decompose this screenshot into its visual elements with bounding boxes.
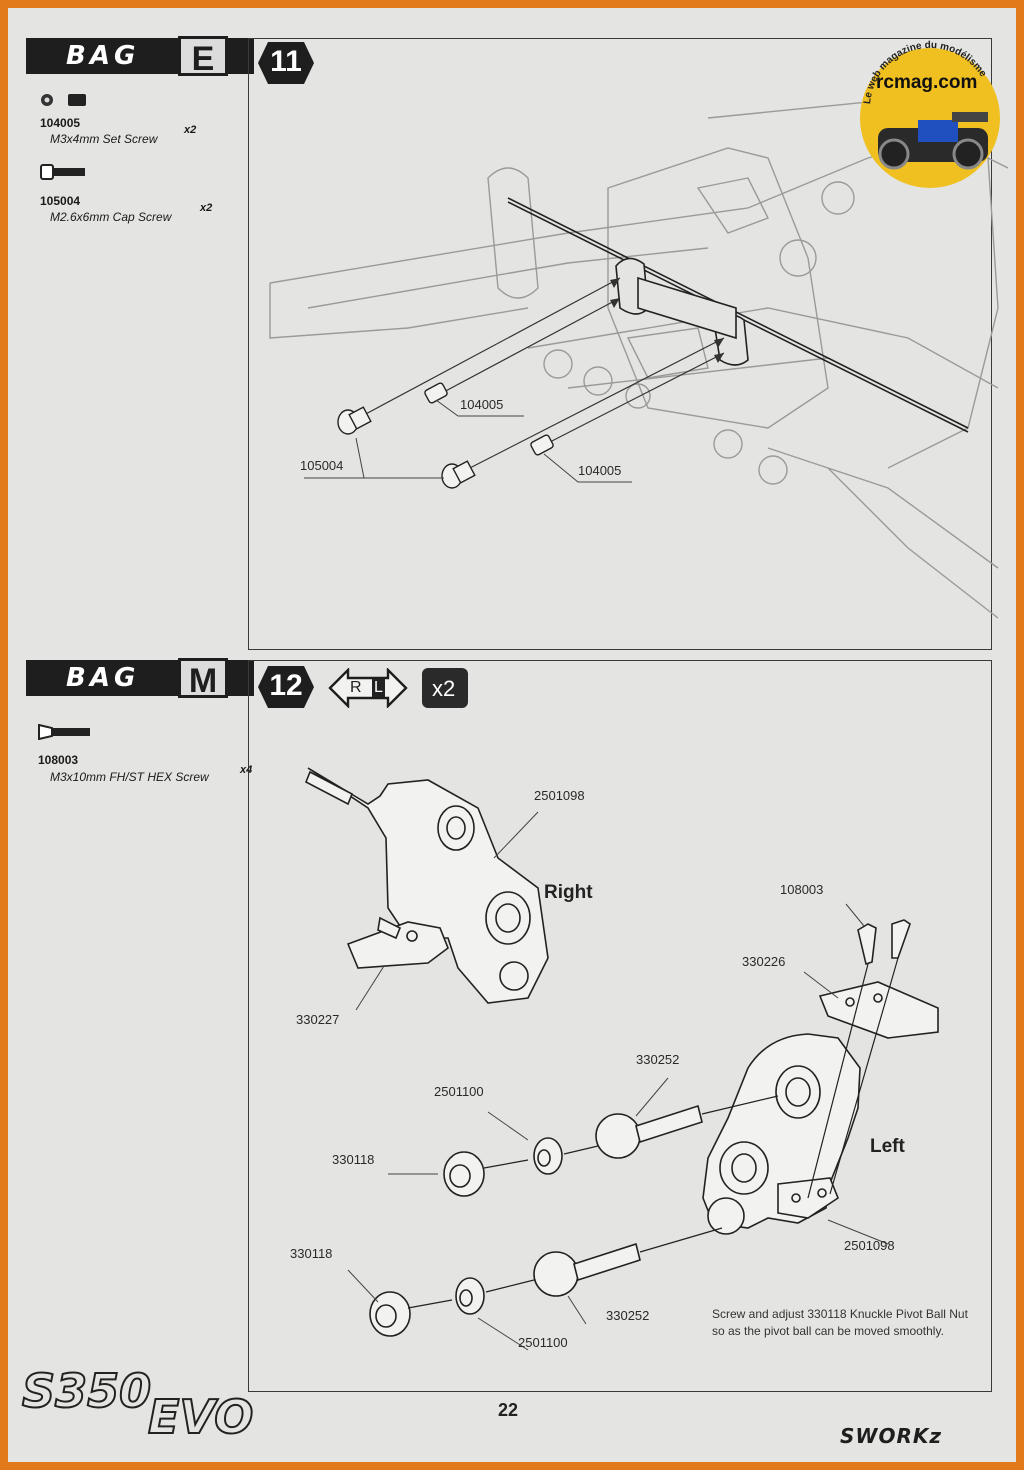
bag-e-part-104005-icon [40, 92, 90, 108]
bag-e-word: BAG [66, 41, 140, 71]
step11-callout-105004: 105004 [300, 458, 344, 473]
multiplier-label: x2 [432, 676, 456, 701]
step12-callout-bushing-lower: 2501100 [518, 1335, 568, 1350]
step12-callout-knuckle-right: 2501098 [534, 788, 585, 803]
step-11-badge: 11 [258, 42, 314, 84]
part-code-104005: 104005 [40, 116, 81, 130]
manual-page: BAG E 104005 M3x4mm Set Screw x2 105004 … [8, 8, 1016, 1462]
part-qty-104005: x2 [184, 124, 197, 136]
step12-callout-ball-upper: 330252 [636, 1052, 680, 1067]
step-12-badge: 12 [258, 666, 314, 708]
model-logo: S350 EVO [21, 1363, 272, 1445]
part-qty-105004: x2 [200, 202, 213, 214]
part-code-105004: 105004 [40, 194, 81, 208]
bag-e-header: BAG E [26, 36, 254, 78]
step-12-illustration [304, 767, 939, 1351]
bag-m-header: BAG M [26, 658, 254, 700]
step11-callout-104005-b: 104005 [578, 463, 622, 478]
model-logo-evo: EVO [147, 1389, 254, 1445]
bag-m-letter: M [178, 658, 228, 700]
side-r-label: R [350, 679, 362, 696]
step12-callout-plate-left: 330226 [742, 954, 786, 969]
step-11-illustration [269, 97, 1009, 619]
step12-callout-nut-lower: 330118 [290, 1246, 333, 1261]
step12-callout-nut-upper: 330118 [332, 1152, 375, 1167]
multiplier-badge: x2 [422, 668, 468, 708]
step12-callout-bushing-upper: 2501100 [434, 1084, 484, 1099]
bag-e-letter: E [178, 36, 228, 78]
step12-callout-plate-right: 330227 [296, 1012, 340, 1027]
part-desc-108003: M3x10mm FH/ST HEX Screw [50, 770, 209, 784]
side-l-label: L [372, 679, 385, 697]
step-11-number: 11 [270, 45, 302, 78]
step11-callout-104005-a: 104005 [460, 397, 504, 412]
model-logo-s350: S350 [21, 1363, 152, 1419]
rcmag-watermark: Le web magazine du modélisme rcmag.com [848, 28, 1008, 188]
part-desc-105004: M2.6x6mm Cap Screw [50, 210, 172, 224]
step-11-frame [248, 38, 992, 650]
bag-m-part-108003-icon [38, 724, 94, 740]
part-desc-104005: M3x4mm Set Screw [50, 132, 158, 146]
left-side-label: Left [870, 1136, 905, 1157]
brand-logo: SWORKz [840, 1424, 943, 1448]
part-qty-108003: x4 [240, 764, 253, 776]
watermark-site: rcmag.com [876, 72, 978, 93]
step12-callout-screw: 108003 [780, 882, 824, 897]
side-rl-marker: R L [328, 668, 408, 708]
bag-m-word: BAG [66, 663, 140, 693]
step12-callout-knuckle-left: 2501098 [844, 1238, 895, 1253]
page-number: 22 [498, 1400, 519, 1420]
step-12-frame [248, 660, 992, 1392]
step12-callout-ball-lower: 330252 [606, 1308, 650, 1323]
step-12-number: 12 [269, 669, 303, 702]
part-code-108003: 108003 [38, 753, 79, 767]
bag-e-part-105004-icon [40, 164, 90, 180]
assembly-note: Screw and adjust 330118 Knuckle Pivot Ba… [712, 1307, 968, 1338]
right-side-label: Right [544, 882, 593, 903]
